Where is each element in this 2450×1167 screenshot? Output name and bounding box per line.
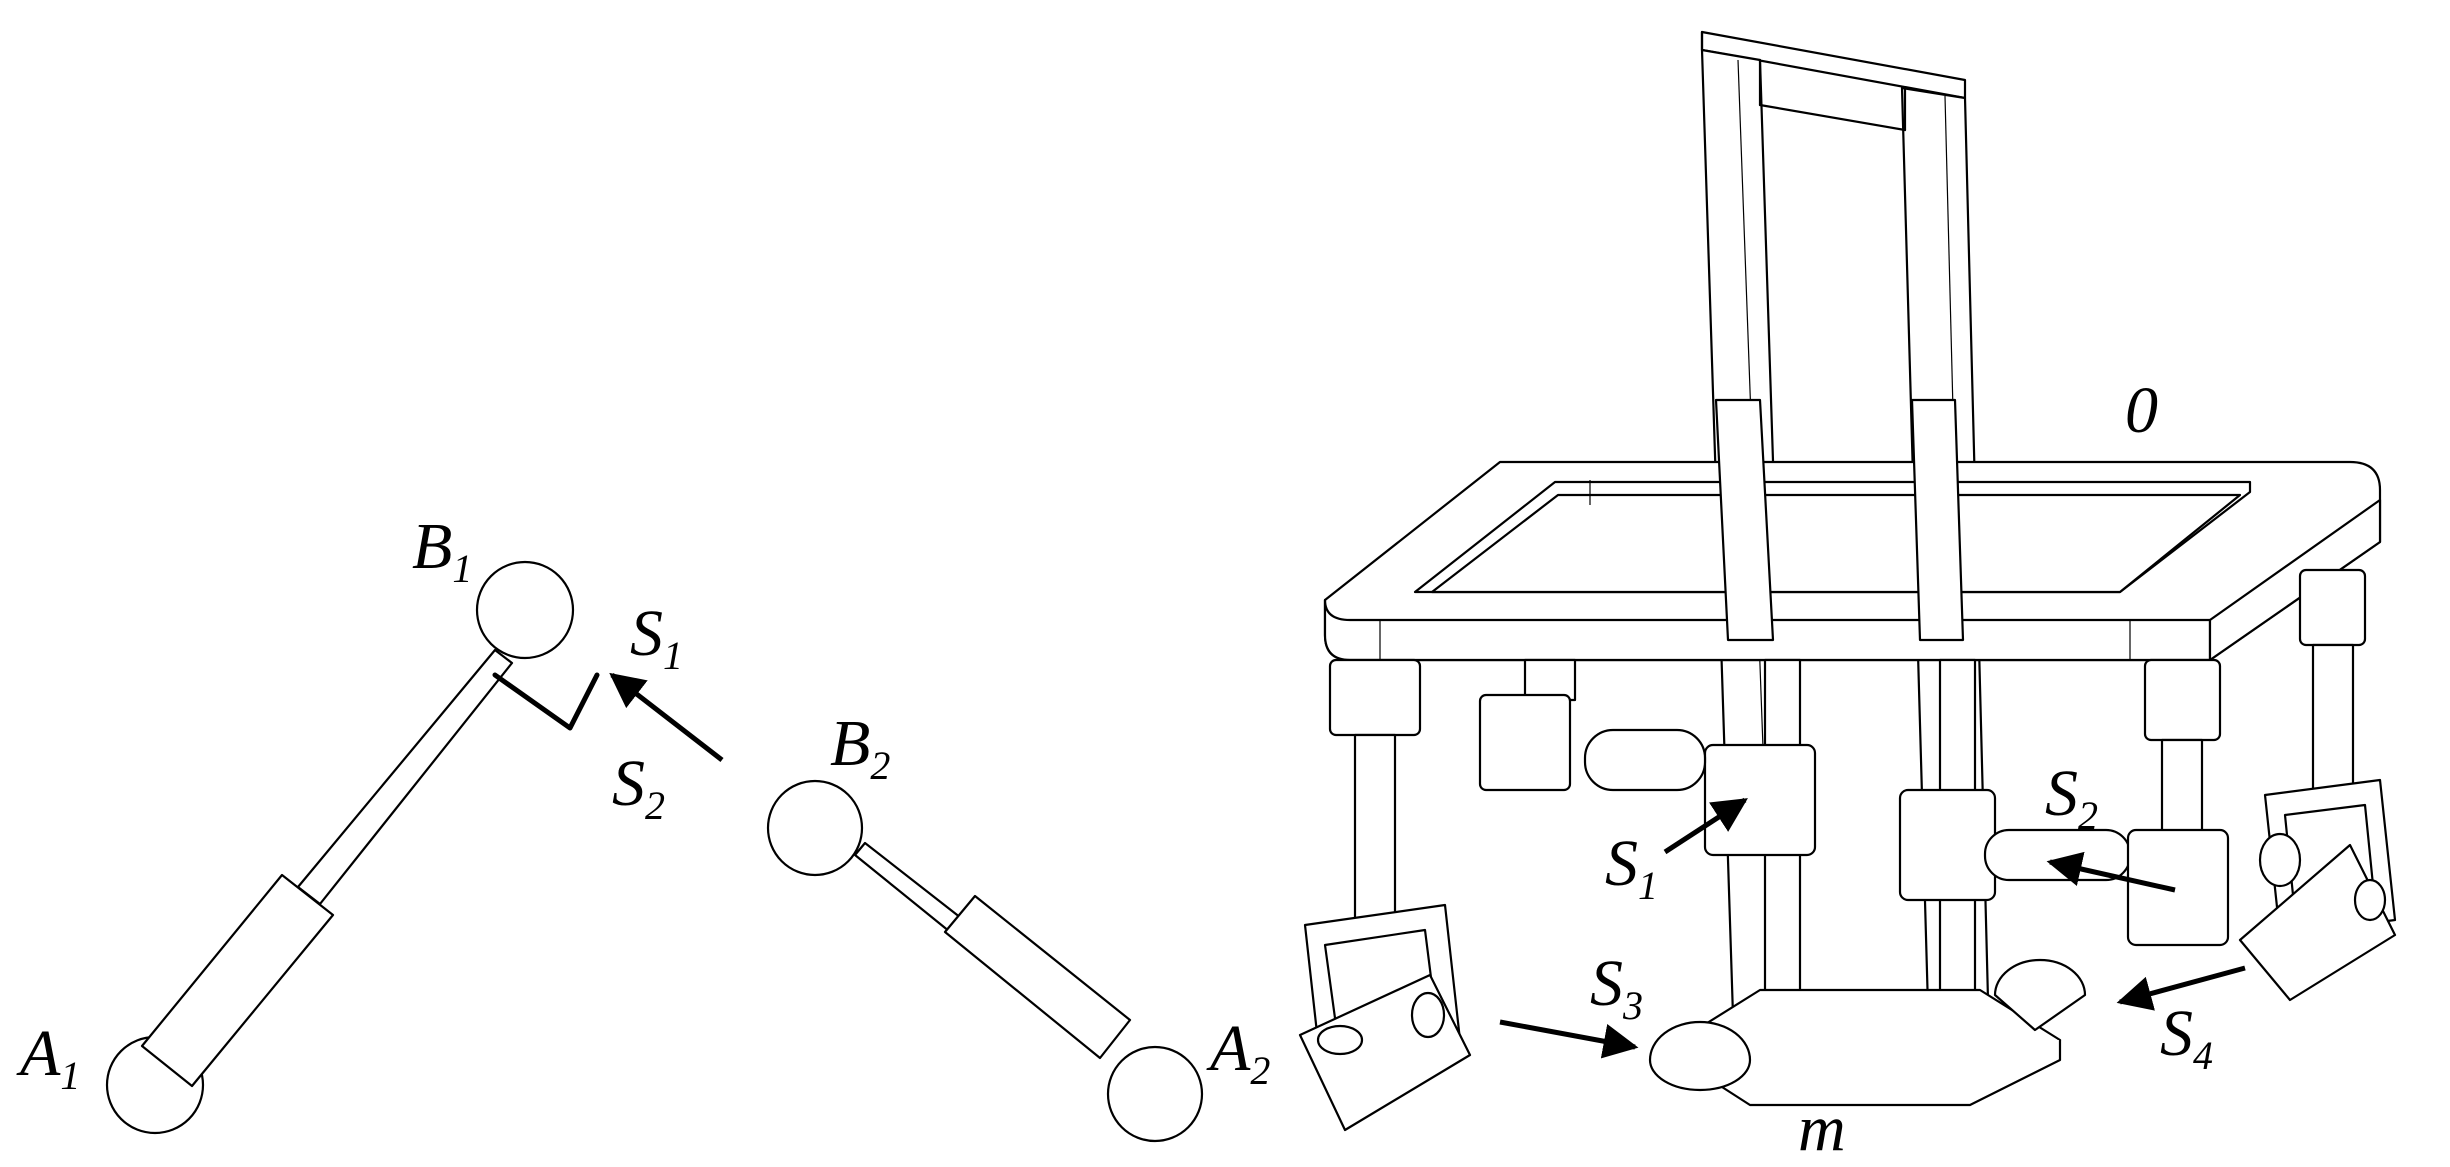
right-s4-arrow <box>2116 965 2246 1011</box>
universal-joint-right <box>2238 778 2397 1002</box>
right-s3-arrow <box>1499 1019 1639 1059</box>
parallel-mechanism <box>1298 30 2397 1132</box>
universal-joint-left <box>1298 903 1472 1132</box>
cylinder-2 <box>943 894 1132 1060</box>
sphere-joint-s4 <box>1993 958 2087 1032</box>
label-a1: A1 <box>16 1017 80 1098</box>
joint-a2 <box>1106 1045 1204 1143</box>
label-right-s4: S4 <box>2160 997 2213 1078</box>
s1-arrow <box>609 672 724 762</box>
label-left-s2: S2 <box>612 747 665 828</box>
moving-platform <box>1678 988 2062 1107</box>
label-base: 0 <box>2125 374 2158 447</box>
s2-zigzag <box>492 672 600 731</box>
right-s1-arrow <box>1663 797 1748 855</box>
label-right-s1: S1 <box>1605 827 1658 908</box>
joint-b2 <box>766 779 864 877</box>
leg-a2-b2 <box>766 779 1204 1143</box>
sphere-joint-s3 <box>1648 1020 1752 1092</box>
label-left-s1: S1 <box>630 597 683 678</box>
right-s2-arrow <box>2046 851 2176 893</box>
label-b1: B1 <box>412 510 472 591</box>
base-ring <box>1323 460 2382 662</box>
leg-a1-b1 <box>105 560 575 1135</box>
cylinder-1 <box>140 873 335 1088</box>
label-platform: m <box>1798 1092 1846 1165</box>
rod-upper-1 <box>296 648 514 906</box>
label-b2: B2 <box>830 707 890 788</box>
screw-lines-leg1 <box>492 672 724 762</box>
label-right-s2: S2 <box>2045 757 2098 838</box>
labels: A1 B1 S1 S2 B2 A2 S1 S2 S3 S4 0 m <box>16 374 2213 1165</box>
label-a2: A2 <box>1206 1012 1270 1093</box>
joint-b1 <box>475 560 575 660</box>
label-right-s3: S3 <box>1590 947 1643 1028</box>
